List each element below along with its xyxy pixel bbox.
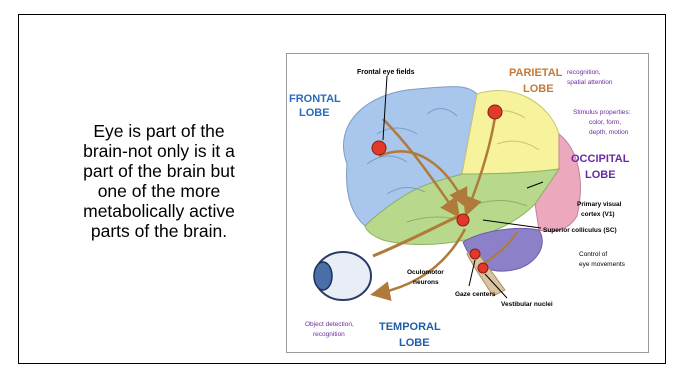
label-occipital-lobe: OCCIPITAL (571, 153, 630, 165)
slide: Eye is part of the brain-not only is it … (18, 14, 666, 364)
text-line: parts of the brain. (59, 221, 259, 241)
gaze-center-node (470, 249, 480, 259)
label-stimulus-properties: depth, motion (589, 129, 629, 136)
label-temporal-lobe: LOBE (399, 337, 430, 349)
label-vestibular: Vestibular nuclei (501, 301, 553, 308)
frontal-eye-fields-node (372, 141, 386, 155)
label-object-detection: Object detection, (305, 321, 354, 328)
label-frontal-lobe: FRONTAL (289, 93, 341, 105)
text-line: brain-not only is it a (59, 141, 259, 161)
text-line: metabolically active (59, 201, 259, 221)
brain-diagram: Frontal eye fields FRONTAL LOBE PARIETAL… (286, 53, 649, 353)
text-line: part of the brain but (59, 161, 259, 181)
superior-colliculus-node (457, 214, 469, 226)
label-occipital-lobe: LOBE (585, 169, 616, 181)
parietal-node (488, 105, 502, 119)
label-control-eye: eye movements (579, 261, 626, 268)
label-parietal-lobe: PARIETAL (509, 67, 563, 79)
label-frontal-lobe: LOBE (299, 107, 330, 119)
label-frontal-eye-fields: Frontal eye fields (357, 69, 415, 76)
label-parietal-lobe: LOBE (523, 83, 554, 95)
label-stimulus-properties: Stimulus properties: (573, 109, 631, 116)
slide-text: Eye is part of the brain-not only is it … (59, 121, 259, 241)
label-primary-visual: cortex (V1) (581, 211, 615, 218)
label-temporal-lobe: TEMPORAL (379, 321, 441, 333)
label-superior-colliculus: Superior colliculus (SC) (543, 227, 617, 234)
text-line: one of the more (59, 181, 259, 201)
text-line: Eye is part of the (59, 121, 259, 141)
label-object-detection: recognition (313, 331, 345, 338)
brain-diagram-svg: Frontal eye fields FRONTAL LOBE PARIETAL… (287, 54, 648, 352)
label-oculomotor: neurons (413, 279, 439, 286)
label-oculomotor: Oculomotor (407, 269, 444, 276)
label-parietal-function: recognition, (567, 69, 601, 76)
label-control-eye: Control of (579, 251, 607, 258)
label-stimulus-properties: color, form, (589, 119, 621, 126)
vestibular-node (478, 263, 488, 273)
label-parietal-function: spatial attention (567, 79, 613, 86)
label-primary-visual: Primary visual (577, 201, 622, 208)
label-gaze-centers: Gaze centers (455, 291, 496, 298)
eye-lens (314, 262, 332, 290)
parietal-lobe-region (462, 90, 559, 174)
